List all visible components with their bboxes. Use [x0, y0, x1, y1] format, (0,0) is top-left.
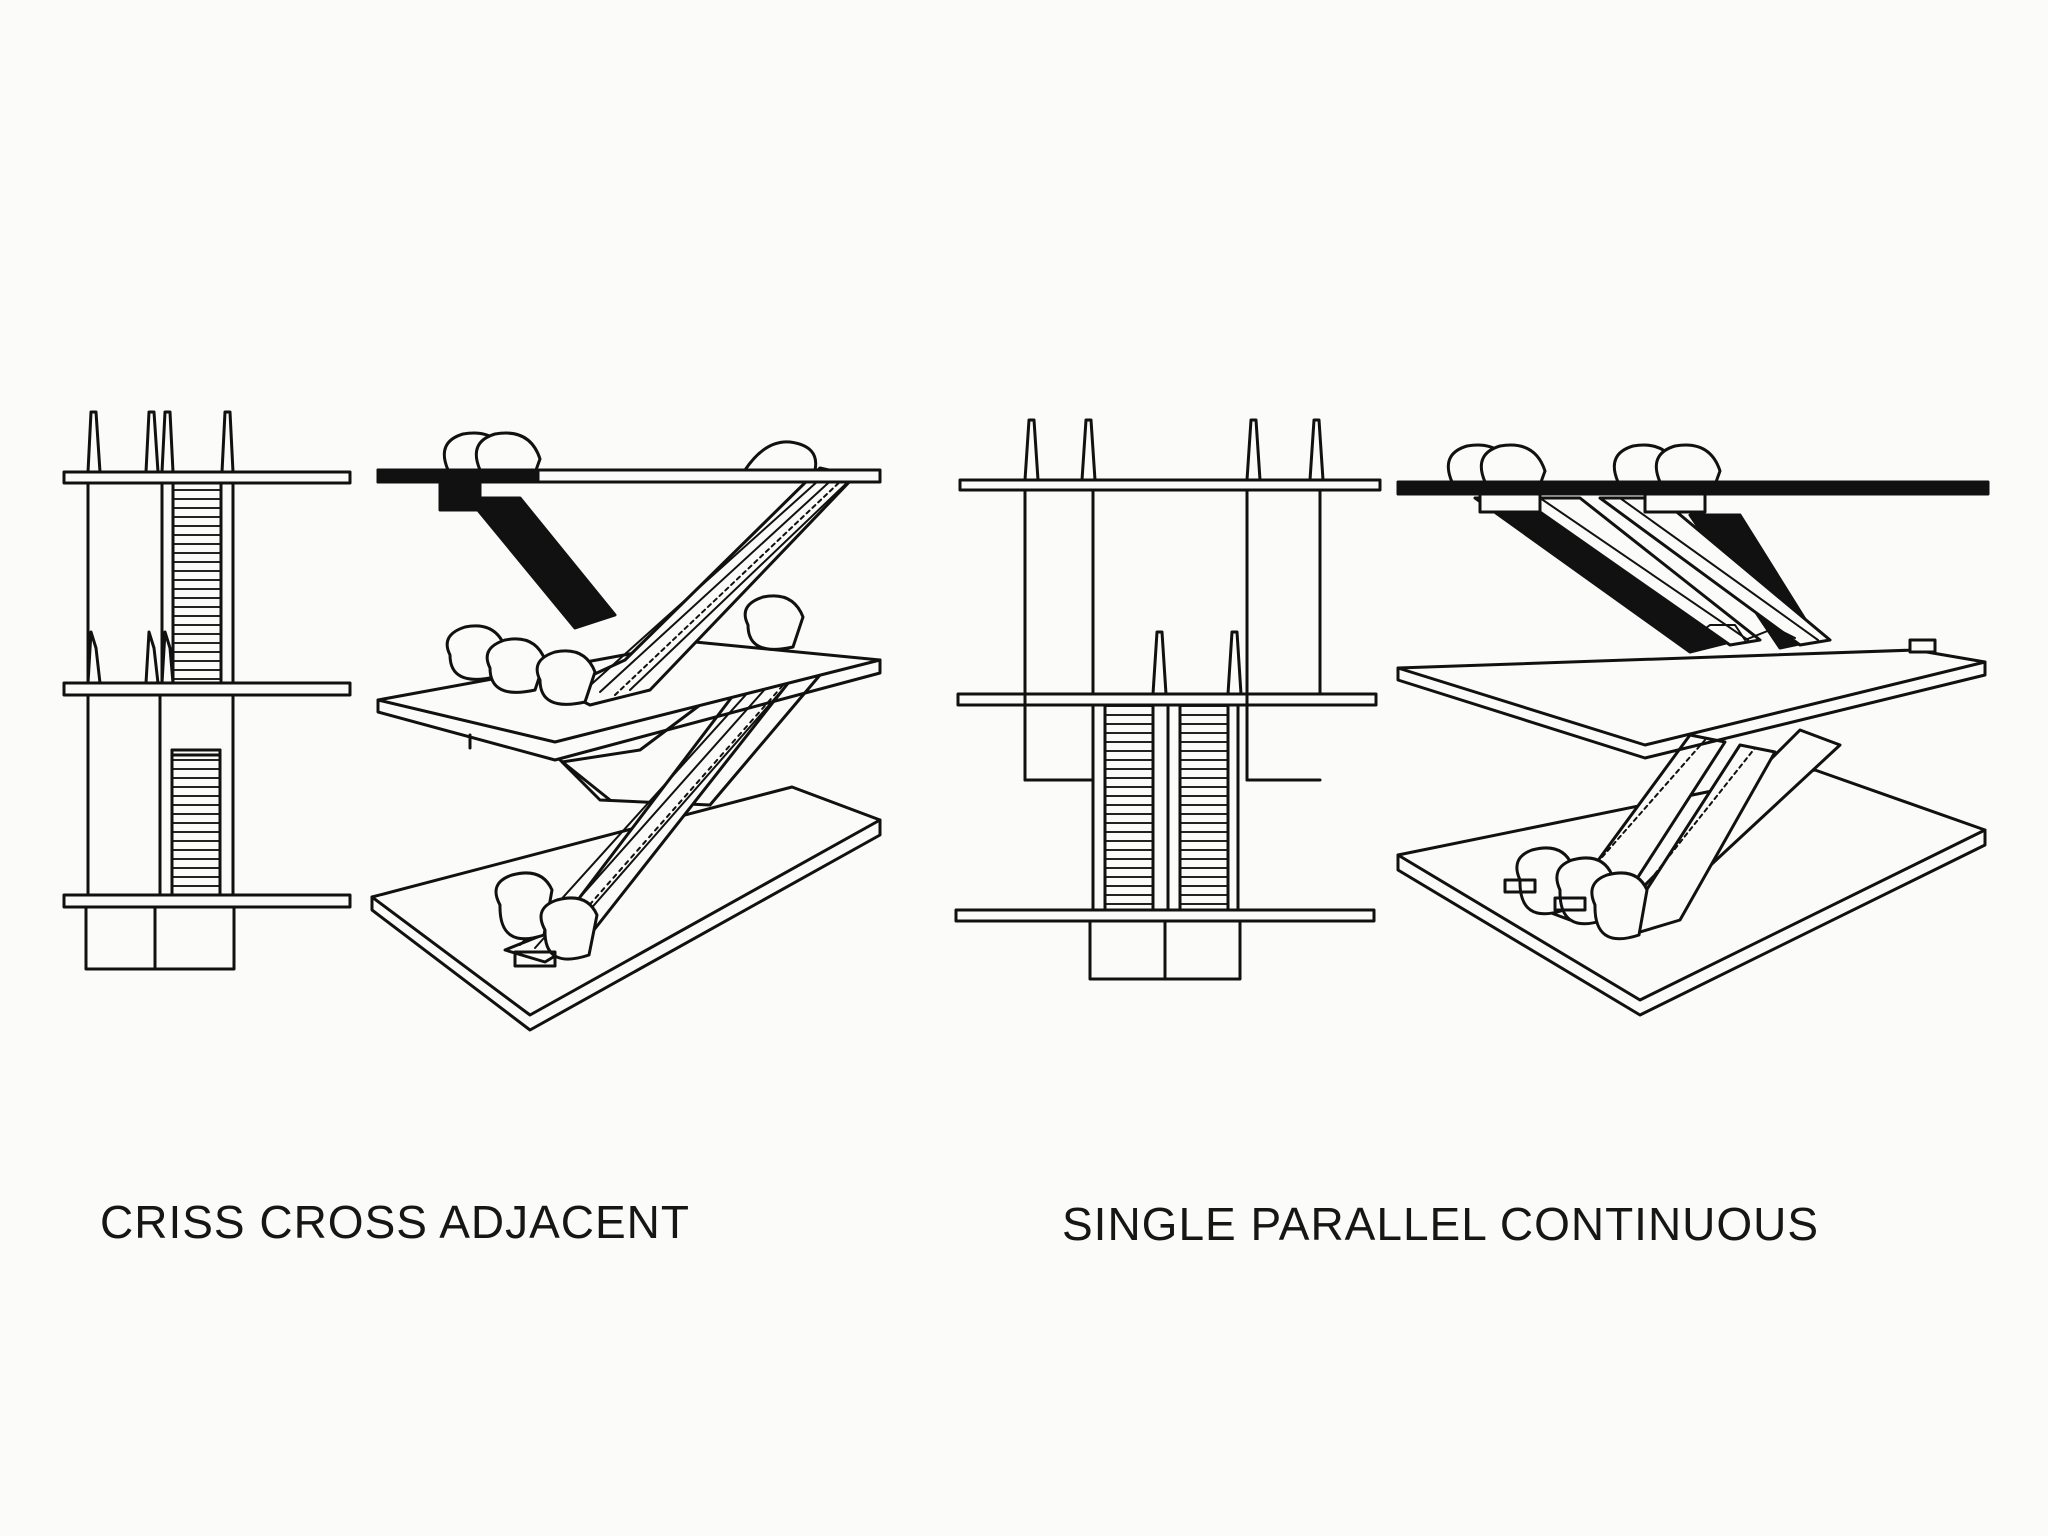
- caption-single-parallel-continuous: SINGLE PARALLEL CONTINUOUS: [1062, 1198, 1820, 1250]
- caption-criss-cross-adjacent: CRISS CROSS ADJACENT: [100, 1196, 690, 1248]
- criss-cross-section: [62, 410, 352, 971]
- criss-cross-perspective: [370, 431, 882, 1032]
- single-parallel-perspective: [1396, 443, 1990, 1017]
- single-parallel-section: [954, 418, 1382, 981]
